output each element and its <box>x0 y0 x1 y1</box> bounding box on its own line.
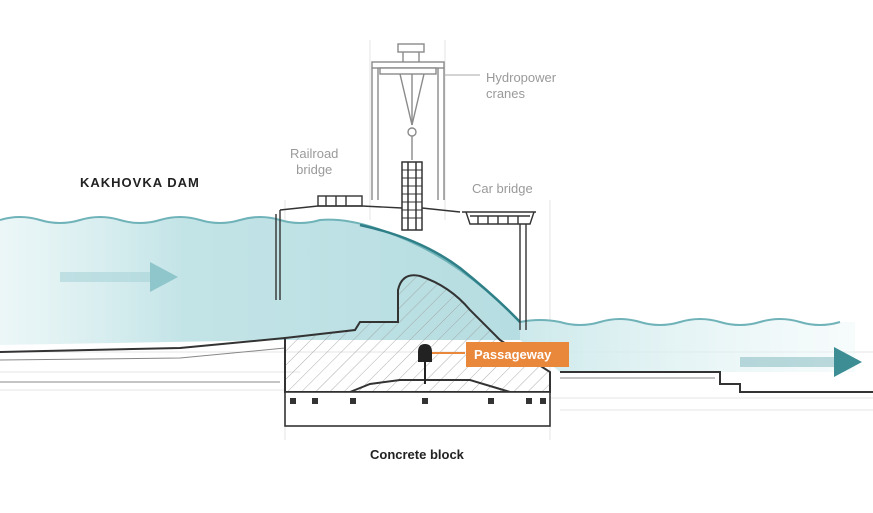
diagram-title: KAKHOVKA DAM <box>80 175 200 190</box>
passageway <box>418 344 465 384</box>
label-concrete-block: Concrete block <box>370 447 464 462</box>
riverbed <box>0 337 873 393</box>
gate-tower <box>401 161 423 231</box>
label-hydropower-cranes: Hydropower cranes <box>486 70 557 101</box>
car-bridge <box>462 211 536 330</box>
foundation-keys <box>290 398 546 404</box>
label-car-bridge: Car bridge <box>472 181 533 196</box>
foundation <box>284 391 551 427</box>
railroad-bridge <box>275 195 461 300</box>
label-passageway: Passageway <box>466 342 570 367</box>
upstream-water <box>0 217 520 345</box>
hydropower-cranes <box>371 43 480 200</box>
gallery <box>349 379 511 393</box>
label-railroad-bridge: Railroad bridge <box>290 146 339 177</box>
flow-arrow-upstream <box>60 262 178 292</box>
downstream-surface-line <box>519 318 841 326</box>
flow-arrow-downstream <box>740 347 862 377</box>
spillway-surface-line <box>359 223 521 323</box>
